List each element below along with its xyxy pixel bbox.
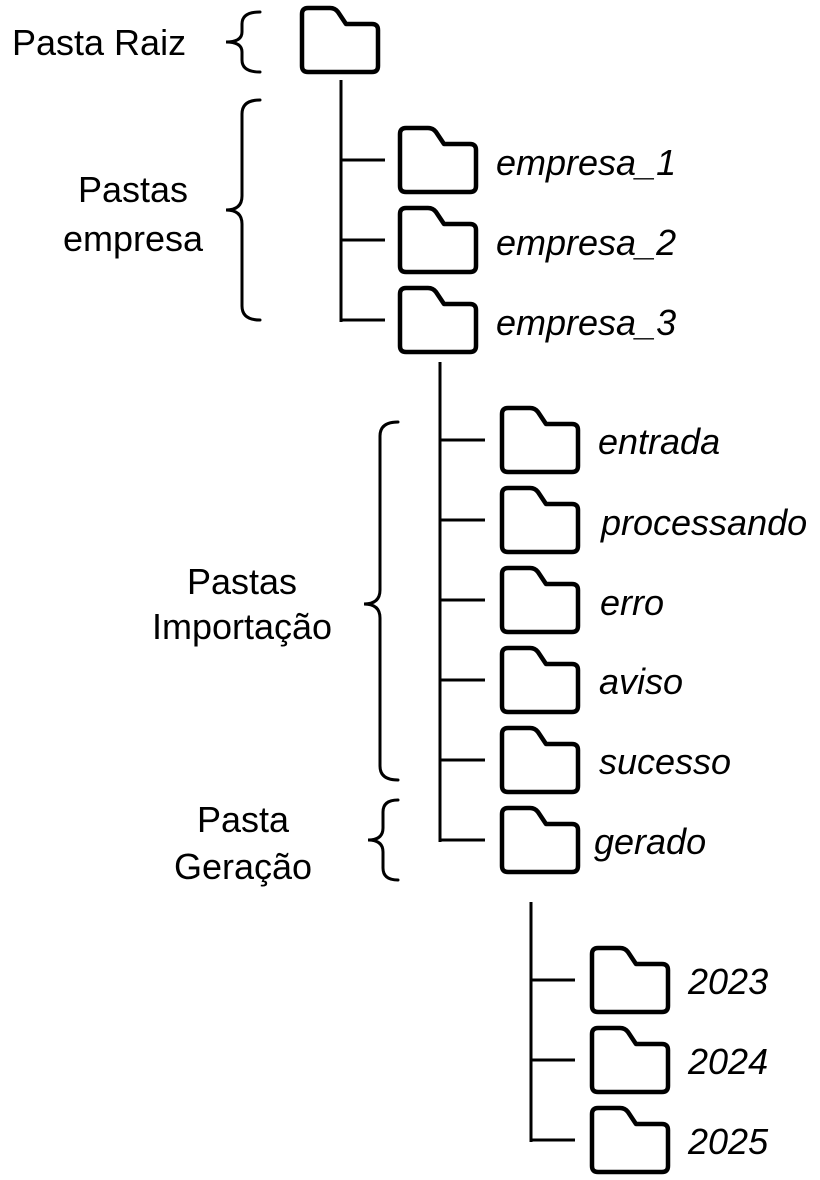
- empresa-3-folder-icon: [400, 288, 476, 352]
- empresa-group-label-line-2: empresa: [62, 218, 204, 259]
- root-label: Pasta Raiz: [12, 22, 187, 63]
- geracao-brace-curly-brace-icon: [367, 798, 400, 882]
- folder-label-empresa-3: empresa_3: [496, 302, 677, 343]
- importacao-group-label-line-2: Importação: [151, 606, 333, 647]
- folder-label-sucesso: sucesso: [599, 741, 732, 782]
- entrada-folder-icon: [502, 408, 578, 472]
- gerado-folder-icon: [502, 808, 578, 872]
- folder-label-2023: 2023: [688, 961, 769, 1002]
- folder-label-entrada: entrada: [598, 421, 721, 462]
- year-2024-folder-icon: [592, 1028, 668, 1092]
- tree-lines-root: [339, 80, 385, 322]
- year-2025-folder-icon: [592, 1108, 668, 1172]
- geracao-group-label-line-2: Geração: [173, 846, 313, 887]
- empresa-group-label-line-1: Pastas: [77, 169, 189, 210]
- importacao-group-label-line-1: Pastas: [186, 561, 298, 602]
- aviso-folder-icon: [502, 648, 578, 712]
- folder-label-empresa-2: empresa_2: [496, 222, 677, 263]
- folder-label-processando: processando: [601, 502, 808, 543]
- processando-folder-icon: [502, 488, 578, 552]
- empresa-brace-curly-brace-icon: [225, 98, 262, 322]
- importacao-brace-curly-brace-icon: [363, 420, 400, 782]
- folder-label-empresa-1: empresa_1: [496, 142, 677, 183]
- folder-label-gerado: gerado: [594, 821, 707, 862]
- sucesso-folder-icon: [502, 728, 578, 792]
- empresa-1-folder-icon: [400, 128, 476, 192]
- root-folder-icon: [302, 8, 378, 72]
- tree-lines-empresa-3: [438, 362, 485, 842]
- empresa-2-folder-icon: [400, 208, 476, 272]
- folder-label-2024: 2024: [688, 1041, 769, 1082]
- folder-label-2025: 2025: [688, 1121, 769, 1162]
- folder-label-erro: erro: [600, 582, 665, 623]
- root-brace-curly-brace-icon: [225, 10, 262, 74]
- geracao-group-label-line-1: Pasta: [196, 799, 290, 840]
- year-2023-folder-icon: [592, 948, 668, 1012]
- erro-folder-icon: [502, 568, 578, 632]
- folder-label-aviso: aviso: [599, 661, 684, 702]
- tree-lines-gerado: [529, 902, 575, 1142]
